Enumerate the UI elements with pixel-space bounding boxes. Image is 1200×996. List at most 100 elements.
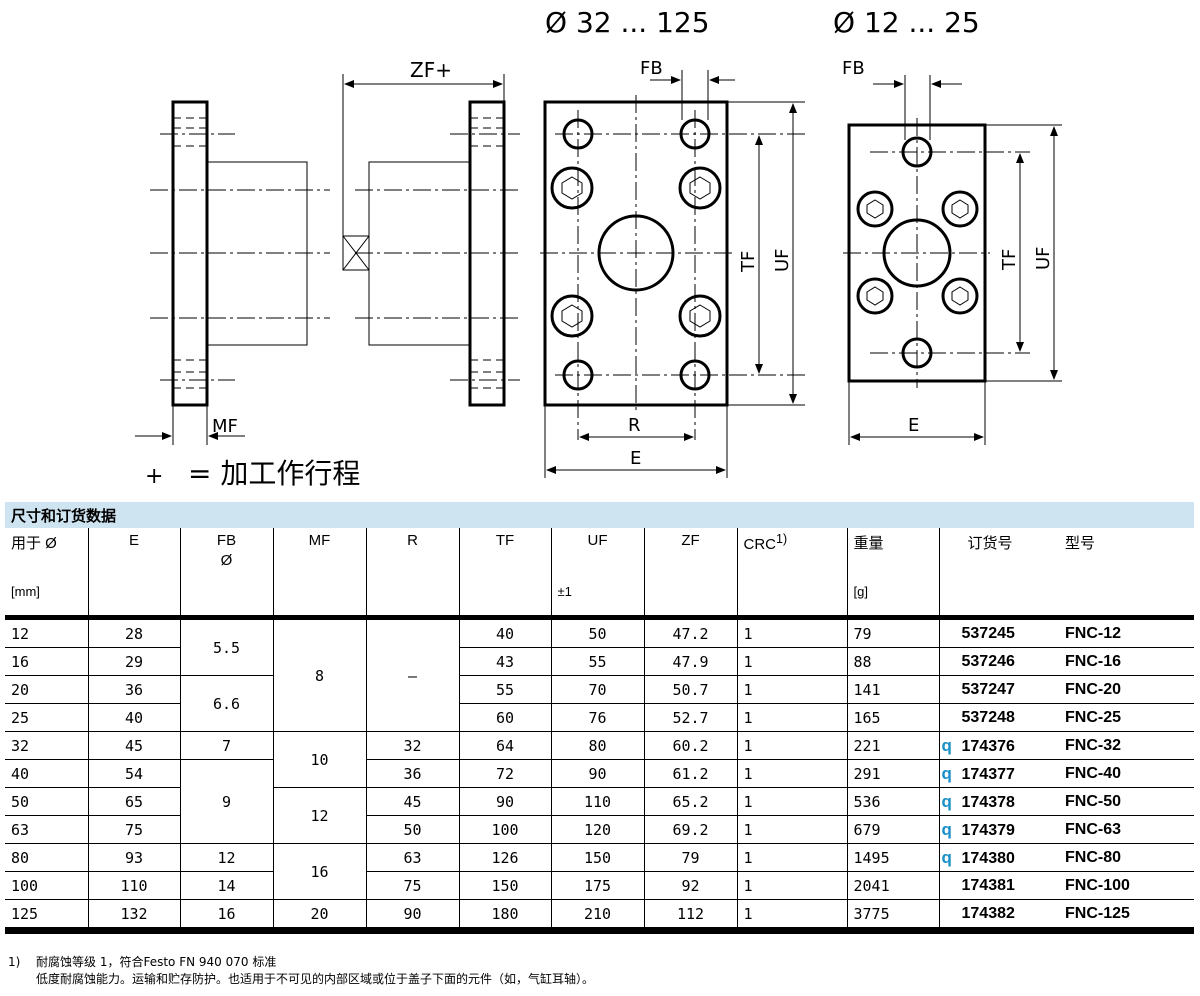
cell-e: 110 bbox=[88, 871, 181, 900]
quick-delivery-icon: q bbox=[941, 791, 952, 811]
cell-type: FNC-32 bbox=[1059, 731, 1195, 760]
cell-tf: 100 bbox=[459, 815, 552, 844]
header-cell: UF±1 bbox=[551, 528, 645, 615]
cell-crc: 1 bbox=[737, 899, 848, 928]
header-label: 用于 Ø bbox=[11, 535, 57, 552]
cell-fb: 14 bbox=[180, 871, 274, 900]
cell-weight: 79 bbox=[847, 620, 940, 648]
cell-fb: 12 bbox=[180, 843, 274, 872]
cell-uf: 175 bbox=[551, 871, 645, 900]
cell-fb: 6.6 bbox=[180, 675, 274, 732]
cell-type: FNC-20 bbox=[1059, 675, 1195, 704]
header-cell: E bbox=[88, 528, 181, 615]
cell-diameter: 20 bbox=[5, 675, 89, 704]
quick-delivery-icon: q bbox=[941, 735, 952, 755]
order-number: 537245 bbox=[961, 624, 1015, 642]
cell-zf: 50.7 bbox=[644, 675, 738, 704]
cell-weight: 536 bbox=[847, 787, 940, 816]
cell-uf: 80 bbox=[551, 731, 645, 760]
order-number: 174380 bbox=[961, 849, 1015, 867]
header-label: ZF bbox=[681, 532, 700, 549]
cell-type: FNC-63 bbox=[1059, 815, 1195, 844]
header-cell: MF bbox=[273, 528, 367, 615]
cell-uf: 110 bbox=[551, 787, 645, 816]
legend-text: = 加工作行程 bbox=[188, 457, 360, 490]
cell-r: 32 bbox=[366, 731, 460, 760]
cell-weight: 1495 bbox=[847, 843, 940, 872]
cell-r: – bbox=[366, 620, 460, 732]
cell-r: 36 bbox=[366, 759, 460, 788]
side-view-right-flange bbox=[135, 74, 520, 445]
header-label: CRC bbox=[743, 536, 777, 553]
cell-type: FNC-16 bbox=[1059, 647, 1195, 676]
order-number: 537246 bbox=[961, 652, 1015, 670]
cell-crc: 1 bbox=[737, 843, 848, 872]
cell-type: FNC-80 bbox=[1059, 843, 1195, 872]
cell-order-number: 174381 bbox=[939, 871, 1059, 900]
cell-diameter: 16 bbox=[5, 647, 89, 676]
order-number: 537248 bbox=[961, 708, 1015, 726]
cell-e: 65 bbox=[88, 787, 181, 816]
cell-weight: 221 bbox=[847, 731, 940, 760]
header-label: 型号 bbox=[1065, 535, 1096, 552]
cell-fb: 7 bbox=[180, 731, 274, 760]
header-label: 订货号 bbox=[967, 535, 1013, 552]
quick-delivery-icon: q bbox=[941, 763, 952, 783]
order-number: 174379 bbox=[961, 821, 1015, 839]
header-label: TF bbox=[495, 532, 515, 549]
fb-label-small: FB bbox=[842, 58, 865, 79]
cell-tf: 126 bbox=[459, 843, 552, 872]
cell-e: 75 bbox=[88, 815, 181, 844]
cell-zf: 47.9 bbox=[644, 647, 738, 676]
cell-zf: 61.2 bbox=[644, 759, 738, 788]
cell-uf: 120 bbox=[551, 815, 645, 844]
order-number: 174376 bbox=[961, 737, 1015, 755]
tf-label-large: TF bbox=[738, 251, 759, 273]
cell-fb: 16 bbox=[180, 899, 274, 928]
header-label: R bbox=[407, 532, 418, 549]
cell-diameter: 80 bbox=[5, 843, 89, 872]
legend-plus: + bbox=[145, 464, 163, 489]
cell-diameter: 50 bbox=[5, 787, 89, 816]
front-view-small bbox=[843, 75, 1062, 445]
cell-tf: 90 bbox=[459, 787, 552, 816]
cell-e: 40 bbox=[88, 703, 181, 732]
cell-uf: 70 bbox=[551, 675, 645, 704]
quick-delivery-icon: q bbox=[941, 819, 952, 839]
cell-weight: 141 bbox=[847, 675, 940, 704]
quick-delivery-icon: q bbox=[941, 847, 952, 867]
cell-diameter: 12 bbox=[5, 620, 89, 648]
side-view-left-flange bbox=[150, 100, 330, 407]
cell-diameter: 63 bbox=[5, 815, 89, 844]
cell-type: FNC-12 bbox=[1059, 620, 1195, 648]
header-footnote-ref: 1) bbox=[776, 532, 788, 546]
cell-tf: 40 bbox=[459, 620, 552, 648]
cell-crc: 1 bbox=[737, 759, 848, 788]
cell-fb: 9 bbox=[180, 759, 274, 844]
header-unit: [g] bbox=[853, 584, 868, 599]
uf-label-small: UF bbox=[1033, 246, 1054, 270]
cell-diameter: 40 bbox=[5, 759, 89, 788]
header-cell: 订货号 bbox=[939, 528, 1059, 615]
header-cell: 用于 Ø[mm] bbox=[5, 528, 89, 615]
cell-crc: 1 bbox=[737, 787, 848, 816]
dia-small-label: Ø 12 ... 25 bbox=[833, 6, 980, 39]
cell-type: FNC-25 bbox=[1059, 703, 1195, 732]
cell-weight: 165 bbox=[847, 703, 940, 732]
table-bottom-rule bbox=[5, 927, 1195, 934]
cell-weight: 3775 bbox=[847, 899, 940, 928]
cell-mf: 12 bbox=[273, 787, 367, 844]
zf-label: ZF+ bbox=[410, 58, 452, 82]
technical-drawing: Ø 32 ... 125 Ø 12 ... 25 bbox=[135, 6, 1062, 490]
